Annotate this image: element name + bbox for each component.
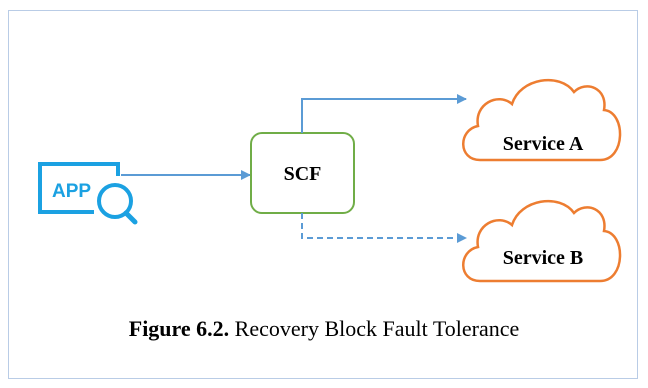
cloud-icon (462, 199, 622, 283)
figure-frame (8, 10, 638, 379)
app-search-icon: APP (38, 162, 138, 225)
scf-to-service-a-arrow (301, 94, 467, 133)
service-b-cloud: Service B (462, 199, 622, 283)
service-a-cloud: Service A (462, 78, 622, 162)
service-b-label: Service B (503, 247, 584, 269)
app-label: APP (52, 181, 91, 202)
figure-number: Figure 6.2. (128, 316, 230, 341)
figure-caption: Figure 6.2. Recovery Block Fault Toleran… (0, 316, 648, 342)
cloud-icon (462, 78, 622, 162)
scf-label: SCF (284, 163, 322, 185)
scf-to-service-b-arrow (301, 213, 467, 243)
recovery-block-diagram: APP SCF Service A Service B (38, 78, 622, 283)
figure-title: Recovery Block Fault Tolerance (229, 316, 520, 341)
service-a-label: Service A (503, 133, 584, 155)
